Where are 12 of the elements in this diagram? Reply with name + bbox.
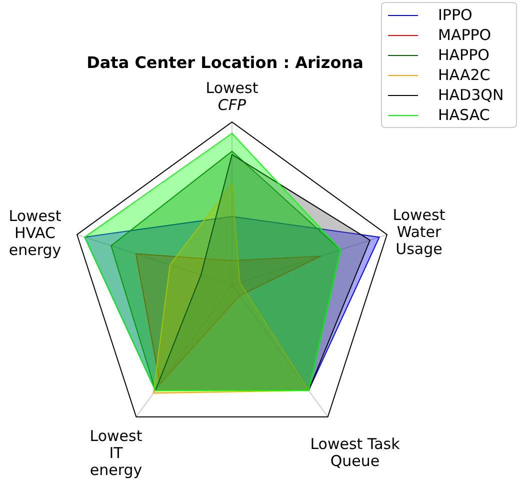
legend-label: MAPPO: [438, 26, 492, 45]
legend-label: HAD3QN: [438, 86, 504, 105]
axis-label: Lowest Task Queue: [309, 436, 401, 470]
legend-label: HAPPO: [438, 46, 490, 65]
legend-label: IPPO: [438, 6, 472, 25]
axis-label: Lowest Water Usage: [392, 207, 446, 258]
axis-label: Lowest CFP: [204, 80, 260, 114]
axis-label: Lowest HVAC energy: [8, 208, 62, 259]
chart-title: Data Center Location : Arizona: [86, 53, 364, 72]
legend-label: HASAC: [438, 106, 490, 125]
legend-label: HAA2C: [438, 66, 490, 85]
axis-label: Lowest IT energy: [88, 428, 144, 479]
